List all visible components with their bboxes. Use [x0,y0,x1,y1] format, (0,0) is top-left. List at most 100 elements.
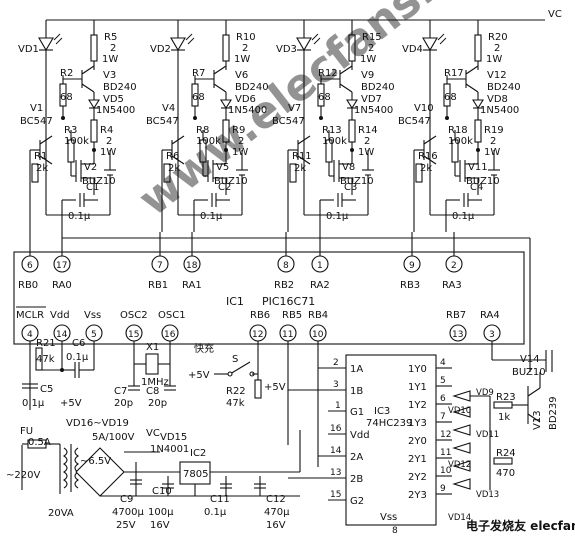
led-vd14: VD14 [448,513,471,523]
diode-label: VD7 [361,94,382,105]
r-top-watt: 1W [234,54,250,65]
ic3-pin-11-num: 11 [440,448,451,458]
ic2-label: IC2 [190,448,206,459]
r-dr-watt: 1W [232,147,248,158]
cap-label: C1 [86,182,99,193]
mos-label: V2 [84,162,97,173]
r-dr-value: 2 [490,136,496,147]
c9-voltage: 25V [116,520,136,531]
npn-label: V10 [414,103,434,114]
ic3-pin-16-name: Vdd [350,430,370,441]
pin-12-name: RB6 [250,310,270,321]
pin-2-name: RA3 [442,280,462,291]
ic3-pin-8-num: 8 [392,526,398,536]
pin-8-name: RB2 [274,280,294,291]
mos-type: BUZ10 [340,176,374,187]
pin-14-name: Vdd [50,310,70,321]
reset-network: R21 47k C6 0.1μ C5 0.1μ +5V [22,338,95,410]
pnp-label: V3 [103,70,116,81]
ic3-left-pins: 2 1A 3 1B 1 G1 16 Vdd 14 2A 13 2B 15 G2 [287,341,370,507]
c12-value: 470μ [264,507,290,518]
led-label: VD1 [18,44,39,55]
pin-9 [403,255,421,273]
ic3-pin-8-name: Vss [380,512,397,523]
r-top-label: R5 [104,32,117,43]
ic1-bottom-pins: 4 MCLR 14 Vdd 5 Vss 15 OSC2 16 OSC1 12 R… [16,306,501,342]
c6-value: 0.1μ [66,352,89,363]
mains-label: ~220V [6,470,40,481]
pin-13-name: RB7 [446,310,466,321]
switch-name: S [232,354,238,365]
npn-label: V7 [288,103,301,114]
ic3-pin-10-num: 10 [440,466,452,476]
pin-9-name: RB3 [400,280,420,291]
fuse-value: 0.5A [28,437,51,448]
diode-type: 1N5400 [96,105,135,116]
pin-7 [151,255,169,273]
ic3-pin-2-num: 2 [333,358,339,368]
ic3-pin-15-name: G2 [350,496,364,507]
ic3-label: IC3 [374,406,390,417]
r-dr-watt: 1W [100,147,116,158]
ic3-pin-9-num: 9 [440,484,446,494]
cap-label: C3 [344,182,357,193]
fuse-label: FU [20,426,33,437]
r-base-value: 68 [192,92,205,103]
pin-5-num: 5 [91,330,97,340]
ic3-pin-15-num: 15 [330,490,341,500]
r-top-value: 2 [242,43,248,54]
led-vd11: VD11 [476,430,499,440]
ic3-part: 74HC239 [366,418,412,429]
c9-label: C9 [120,494,133,505]
cap-label: C2 [218,182,231,193]
pin-13-num: 13 [452,330,463,340]
r-mid-value: 100k [196,136,221,147]
pin-4-num: 4 [27,330,33,340]
pin-16-name: OSC1 [158,310,186,321]
c9-value: 4700μ [112,507,144,518]
switch-caption: 快充 [194,342,214,355]
r21-value: 47k [36,354,55,365]
pin-12-num: 12 [252,330,263,340]
pnp-type: BD240 [361,82,395,93]
x1-value: 1MHz [141,377,169,388]
r22-label: R22 [226,386,246,397]
pin-6-name: RB0 [18,280,38,291]
fast-charge-switch[interactable]: 快充 S +5V R22 47k +5V [188,341,286,409]
ic3-pin-3-name: 1B [350,386,363,397]
pin-13 [449,324,467,342]
pin-4-name: MCLR [16,310,44,321]
r-top-value: 2 [494,43,500,54]
c10-label: C10 [152,486,172,497]
pin-10-num: 10 [312,330,324,340]
switch-supply2: +5V [264,382,286,393]
r-base-value: 68 [444,92,457,103]
npn-type: BC547 [146,116,179,127]
c7-value: 20p [114,398,133,409]
pin-11-num: 11 [282,330,293,340]
r22-value: 47k [226,398,245,409]
ic3-pin-5-name: 1Y1 [408,382,427,393]
pin-7-num: 7 [157,261,163,271]
v14-type: BUZ10 [512,367,546,378]
ic1-top-pins: 6 RB0 17 RA0 7 RB1 18 RA1 8 RB2 1 RA2 9 … [18,232,463,291]
ic3-pin-7-num: 7 [440,412,446,422]
r-mid-label: R18 [448,125,468,136]
pin-1 [311,255,329,273]
pnp-label: V6 [235,70,248,81]
ic3-pin-1-name: G1 [350,407,364,418]
r-dr-value: 2 [364,136,370,147]
mos-type: BUZ10 [466,176,500,187]
ic3-right-pins: 1Y0 4 1Y1 5 1Y2 6 1Y3 7 2Y0 12 2Y1 11 2Y… [380,358,452,536]
diode-label: VD6 [235,94,256,105]
led-vd12: VD12 [448,460,471,470]
cap-value: 0.1μ [326,211,349,222]
pin-17-num: 17 [56,261,67,271]
c10-voltage: 16V [150,520,170,531]
r-dr-value: 2 [238,136,244,147]
diode-type: 1N5400 [480,105,519,116]
r23-label: R23 [496,392,516,403]
npn-type: BC547 [20,116,53,127]
c6-label: C6 [72,338,85,349]
ic3-pin-13-num: 13 [330,468,341,478]
